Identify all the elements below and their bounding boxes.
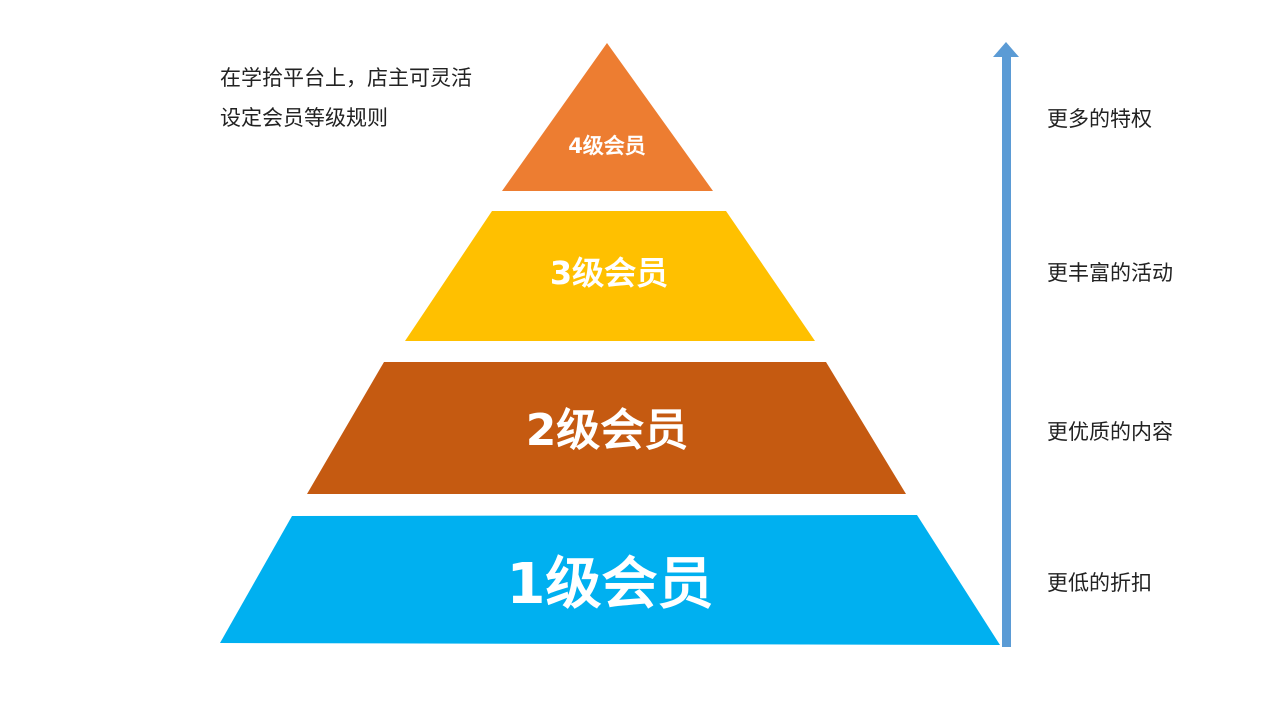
tier-1-label: 1级会员	[507, 552, 714, 617]
benefit-tier-1: 更低的折扣	[1047, 571, 1152, 595]
tier-3-label: 3级会员	[550, 254, 668, 292]
up-arrow-icon	[993, 42, 1019, 647]
description-line-2: 设定会员等级规则	[220, 106, 388, 130]
tier-4-label: 4级会员	[568, 134, 646, 158]
benefit-tier-4: 更多的特权	[1047, 107, 1152, 131]
tier-3-shape	[405, 211, 815, 341]
tier-1-shape	[220, 515, 1000, 645]
description-line-1: 在学拾平台上，店主可灵活	[220, 66, 472, 90]
benefit-tier-3: 更丰富的活动	[1047, 261, 1173, 285]
tier-2-label: 2级会员	[526, 405, 689, 456]
tier-2-shape	[307, 362, 906, 494]
tier-4-shape	[502, 43, 713, 191]
benefit-tier-2: 更优质的内容	[1047, 420, 1173, 444]
